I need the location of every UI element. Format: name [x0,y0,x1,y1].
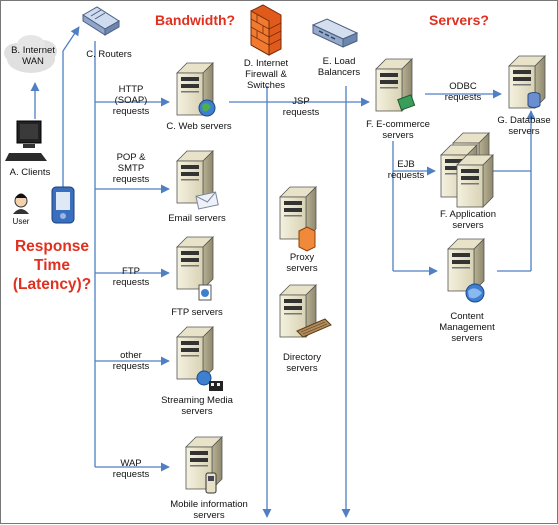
pda-device-icon [51,186,75,224]
ftp-servers-label: FTP servers [171,307,223,318]
database-server-icon [508,55,546,109]
jsp-requests-label: JSP requests [282,96,320,118]
desktop-computer-icon [5,120,47,161]
ejb-requests-label: EJB requests [387,159,425,181]
internet-cloud-icon [4,35,57,73]
database-servers-label: G. Database servers [497,115,551,137]
clients-label: A. Clients [9,167,51,178]
email-server-icon [176,150,219,210]
load-balancer-icon [311,18,359,48]
web-server-icon [176,62,216,117]
servers-heading: Servers? [429,12,489,28]
response-line-2: Time [34,257,70,274]
firewall-icon [250,4,282,56]
wap-requests-label: WAP requests [112,458,150,480]
firewall-label: D. Internet Firewall & Switches [243,58,289,91]
streaming-server-icon [176,326,223,391]
cms-servers-label: Content Management servers [439,311,495,344]
user-to-routers-arrow [62,26,80,52]
ecommerce-server-icon [375,58,416,112]
http-label: HTTP (SOAP) requests [112,84,150,117]
mobile-info-server-icon [185,436,223,494]
ftp-requests-label: FTP requests [112,266,150,288]
other-requests-label: other requests [112,350,150,372]
application-servers-label: F. Application servers [440,209,496,231]
router-icon [82,6,120,36]
directory-server-icon [279,284,332,338]
email-servers-label: Email servers [168,213,226,224]
routers-label: C. Routers [86,49,132,60]
internet-label-text: B. Internet WAN [11,45,55,67]
internet-label: B. Internet WAN [5,45,61,67]
response-line-3: (Latency)? [12,276,92,293]
streaming-servers-label: Streaming Media servers [161,395,233,417]
application-server-cluster-icon [440,132,494,208]
response-time-heading: Response Time (Latency)? [9,237,95,294]
user-avatar-icon [13,193,29,214]
ecommerce-servers-label: F. E-commerce servers [366,119,430,141]
cms-server-icon [447,238,485,303]
pop-smtp-label: POP & SMTP requests [112,152,150,185]
response-line-1: Response [14,238,90,255]
load-balancers-label: E. Load Balancers [317,56,361,78]
web-servers-label: C. Web servers [166,121,232,132]
user-label: User [12,217,30,226]
directory-servers-label: Directory servers [282,352,321,374]
proxy-servers-label: Proxy servers [286,252,318,274]
ftp-server-icon [176,236,214,301]
odbc-requests-label: ODBC requests [444,81,482,103]
bandwidth-heading: Bandwidth? [155,12,236,28]
mobile-servers-label: Mobile information servers [170,499,248,521]
proxy-server-icon [279,186,317,252]
